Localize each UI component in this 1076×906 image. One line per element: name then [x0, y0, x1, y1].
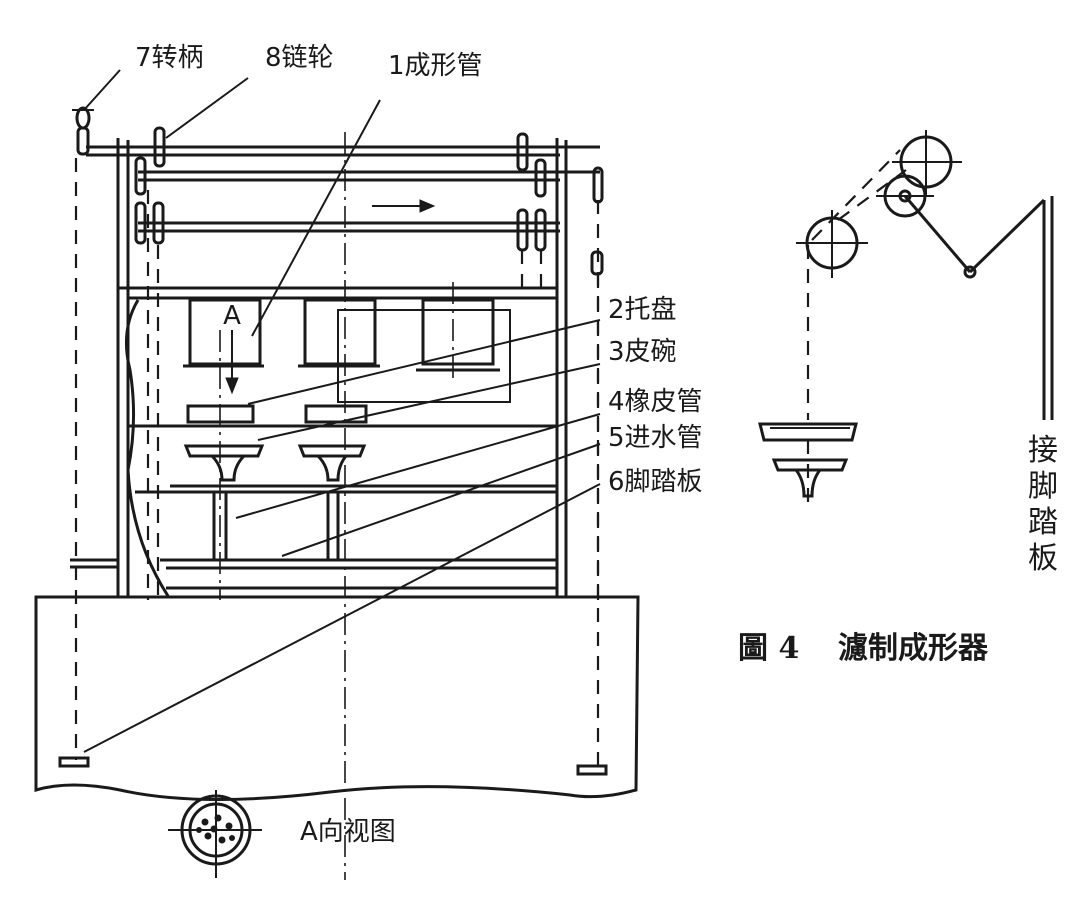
sprocket-group [134, 126, 604, 276]
inner-housing [124, 299, 170, 597]
pedal-label-char: 脚 [1028, 469, 1058, 504]
pipes [70, 484, 557, 590]
leader-lines [83, 69, 601, 753]
sprocket [534, 158, 547, 198]
main-frame [116, 138, 568, 597]
chain-shafts [86, 145, 600, 233]
trays [128, 404, 557, 428]
label-tray: 2托盘 [608, 295, 677, 325]
sprocket [152, 201, 165, 245]
caption-title: 濾制成形器 [838, 631, 989, 666]
view-arrow-a: A [223, 301, 241, 395]
a-direction-view: A向视图 [168, 790, 396, 878]
label-sprocket: 8链轮 [265, 43, 334, 73]
figure-caption: 圖 4 濾制成形器 [738, 631, 989, 666]
dashed-lines [74, 132, 600, 880]
label-rubber-cup: 3皮碗 [608, 337, 677, 367]
pedal-label-char: 板 [1028, 541, 1058, 576]
label-a-view: A向视图 [300, 817, 396, 847]
crank-handle [72, 106, 94, 156]
foot-pedals [58, 756, 608, 776]
pedal-label-char: 接 [1028, 433, 1058, 468]
pedal-label-char: 踏 [1028, 505, 1058, 540]
side-view: 接 脚 踏 板 [758, 130, 1058, 576]
label-crank-handle: 7转柄 [135, 43, 204, 73]
base-block [34, 595, 640, 802]
forming-tubes [183, 298, 511, 403]
rubber-cups [183, 444, 367, 482]
label-rubber-tube: 4橡皮管 [608, 387, 703, 417]
label-foot-pedal: 6脚踏板 [608, 467, 703, 497]
part-labels: 7转柄 8链轮 1成形管 2托盘 3皮碗 4橡皮管 5进水管 6脚踏板 [135, 43, 703, 497]
label-inlet-pipe: 5进水管 [608, 423, 703, 453]
arrow-a-label: A [223, 301, 241, 331]
caption-figure-number: 圖 4 [738, 631, 799, 666]
sprocket [516, 132, 529, 172]
sprocket [153, 126, 166, 168]
sprocket [134, 201, 147, 245]
sprocket [134, 156, 147, 196]
label-forming-tube: 1成形管 [388, 51, 483, 81]
